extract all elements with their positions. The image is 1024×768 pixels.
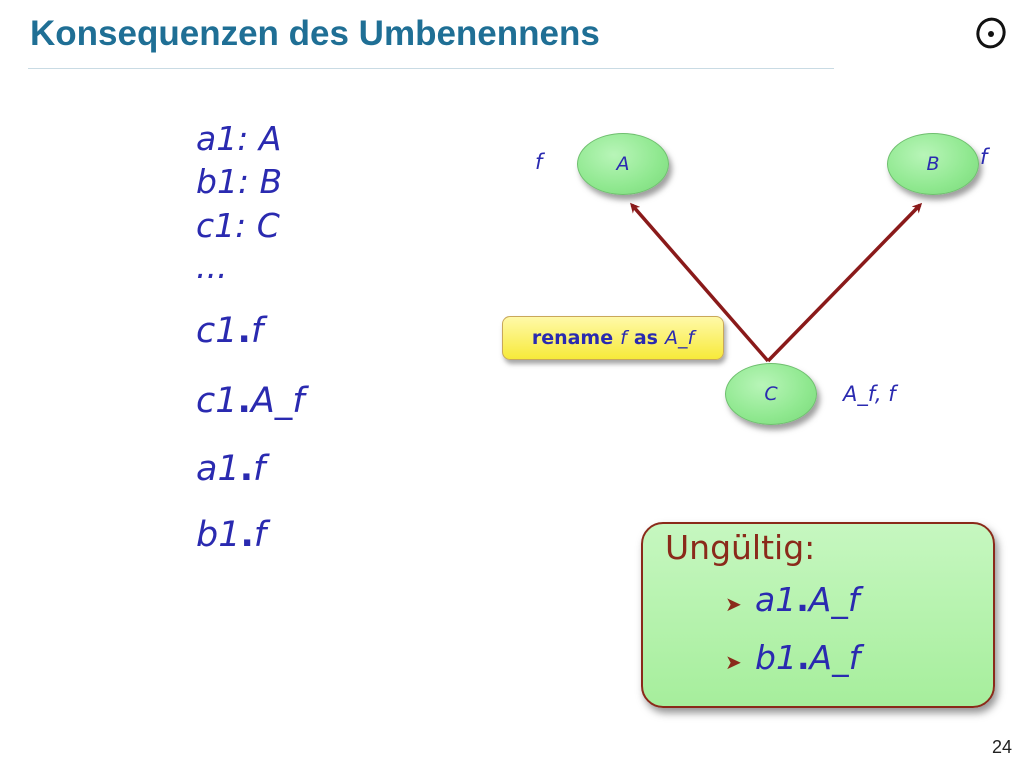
invalid-item-b1: b1.A_f xyxy=(755,638,861,677)
invalid-calls-box: Ungültig: ➤ a1.A_f ➤ b1.A_f xyxy=(641,522,995,708)
inheritance-arrow-c-to-b xyxy=(766,202,923,363)
declaration-ellipsis: ... xyxy=(196,247,228,286)
page-title: Konsequenzen des Umbenennens xyxy=(30,14,600,53)
feature-label-a: f xyxy=(535,150,543,174)
expression-c1-f: c1.f xyxy=(196,311,264,351)
feature-label-c: A_f, f xyxy=(843,382,896,406)
class-node-a: A xyxy=(577,133,669,195)
logo-icon xyxy=(976,17,1006,49)
inheritance-arrow-c-to-a xyxy=(630,202,770,363)
page-number: 24 xyxy=(991,737,1012,757)
bullet-icon: ➤ xyxy=(725,650,742,674)
expression-b1-f: b1.f xyxy=(196,515,267,555)
rename-keyword: rename xyxy=(531,327,614,349)
expression-c1-a_f: c1.A_f xyxy=(196,381,305,421)
declaration-c1: c1: C xyxy=(196,206,280,245)
rename-as-keyword: as xyxy=(633,327,658,349)
bullet-icon: ➤ xyxy=(725,592,742,616)
invalid-title: Ungültig: xyxy=(665,528,816,567)
invalid-item-a1: a1.A_f xyxy=(755,580,860,619)
class-node-b: B xyxy=(887,133,979,195)
rename-old-name: f xyxy=(620,327,627,349)
feature-label-b: f xyxy=(980,145,988,169)
title-divider xyxy=(28,68,834,69)
declaration-a1: a1: A xyxy=(196,119,282,158)
class-node-c: C xyxy=(725,363,817,425)
declaration-b1: b1: B xyxy=(196,162,283,201)
expression-a1-f: a1.f xyxy=(196,449,266,489)
rename-new-name: A_f xyxy=(664,327,695,349)
